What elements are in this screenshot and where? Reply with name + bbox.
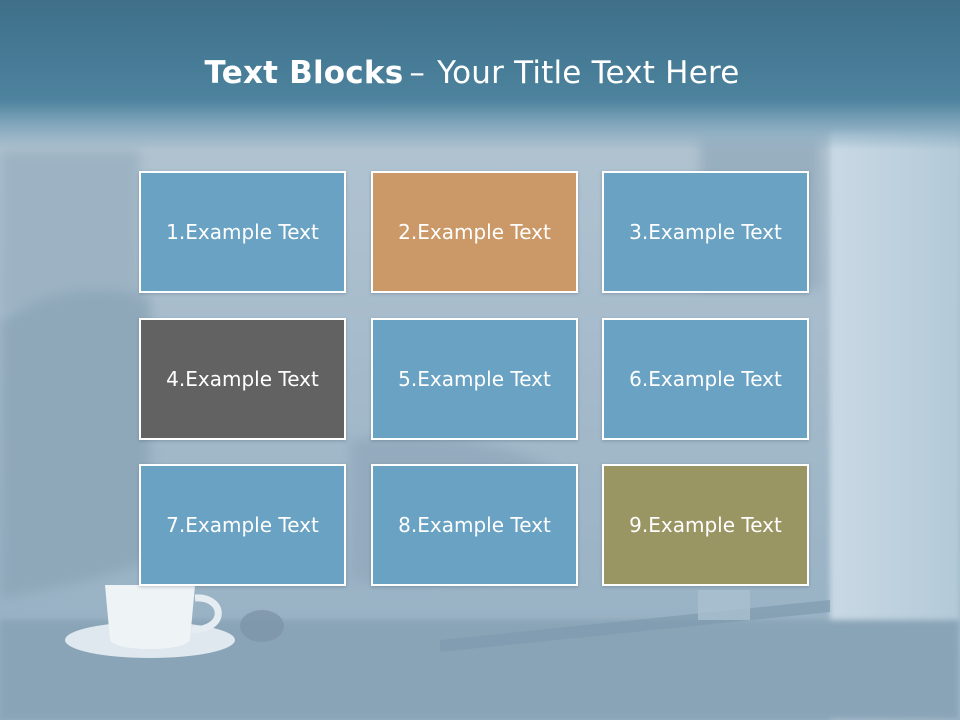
text-block-label: 1.Example Text xyxy=(166,220,319,244)
page-title: Text Blocks– Your Title Text Here xyxy=(0,55,944,91)
text-block-2[interactable]: 2.Example Text xyxy=(371,171,578,293)
title-bold: Text Blocks xyxy=(204,55,404,91)
text-block-label: 9.Example Text xyxy=(629,513,782,537)
text-block-label: 5.Example Text xyxy=(398,367,551,391)
text-block-6[interactable]: 6.Example Text xyxy=(602,318,809,440)
title-rest: Your Title Text Here xyxy=(437,55,740,91)
text-block-1[interactable]: 1.Example Text xyxy=(139,171,346,293)
text-block-4[interactable]: 4.Example Text xyxy=(139,318,346,440)
header-band xyxy=(0,0,960,150)
text-block-label: 3.Example Text xyxy=(629,220,782,244)
text-block-7[interactable]: 7.Example Text xyxy=(139,464,346,586)
text-block-3[interactable]: 3.Example Text xyxy=(602,171,809,293)
text-block-9[interactable]: 9.Example Text xyxy=(602,464,809,586)
title-dash: – xyxy=(409,55,426,91)
text-block-8[interactable]: 8.Example Text xyxy=(371,464,578,586)
text-block-label: 8.Example Text xyxy=(398,513,551,537)
text-block-label: 4.Example Text xyxy=(166,367,319,391)
text-block-label: 2.Example Text xyxy=(398,220,551,244)
text-block-label: 7.Example Text xyxy=(166,513,319,537)
text-block-5[interactable]: 5.Example Text xyxy=(371,318,578,440)
text-block-label: 6.Example Text xyxy=(629,367,782,391)
